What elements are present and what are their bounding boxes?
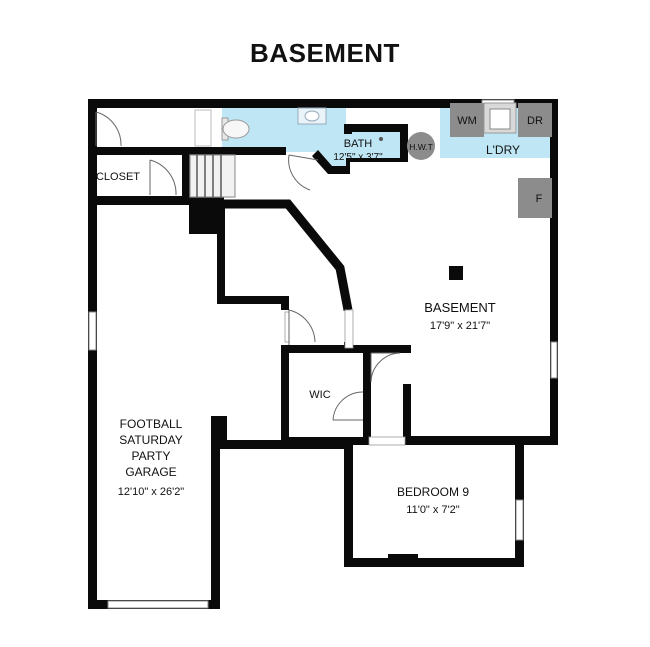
bedroom-size: 11'0" x 7'2" <box>406 504 459 516</box>
door-swing-icon <box>95 111 401 421</box>
furnace-icon <box>518 178 552 218</box>
bath-size: 12'5" x 3'7" <box>333 152 383 163</box>
bedroom-label: BEDROOM 9 <box>397 485 469 499</box>
garage-label-line: PARTY <box>132 449 171 463</box>
basement-size: 17'9" x 21'7" <box>430 320 490 332</box>
window-icon <box>88 99 558 609</box>
bedroom-bottom-marker <box>388 554 418 560</box>
cabinet <box>194 109 212 147</box>
furnace-label: F <box>536 193 543 205</box>
plan-title: BASEMENT <box>250 38 400 68</box>
door-openings <box>284 309 406 446</box>
water-heater-icon <box>407 132 435 160</box>
washer-label: WM <box>457 115 477 127</box>
closet-label: CLOSET <box>96 171 140 183</box>
sink-icon <box>297 107 327 125</box>
bath-floor <box>222 106 404 168</box>
stairs-icon <box>189 154 236 198</box>
dryer-label: DR <box>527 115 543 127</box>
garage-label-line: FOOTBALL <box>120 417 183 431</box>
garage-size: 12'10" x 26'2" <box>118 486 185 498</box>
water-heater-label: H.W.T <box>409 142 433 152</box>
interior-walls <box>88 124 463 445</box>
washer-icon <box>450 103 484 137</box>
laundry-sink-basin <box>489 108 511 130</box>
garage-label-line: GARAGE <box>125 465 176 479</box>
garage-label-line: SATURDAY <box>119 433 183 447</box>
shower-icon <box>379 137 383 141</box>
basement-label: BASEMENT <box>424 300 496 315</box>
toilet-icon <box>221 117 250 141</box>
wic-label: WIC <box>309 389 330 401</box>
dryer-icon <box>518 103 552 137</box>
laundry-label: L'DRY <box>486 143 520 157</box>
bath-label: BATH <box>344 138 373 150</box>
exterior-walls <box>88 99 558 609</box>
